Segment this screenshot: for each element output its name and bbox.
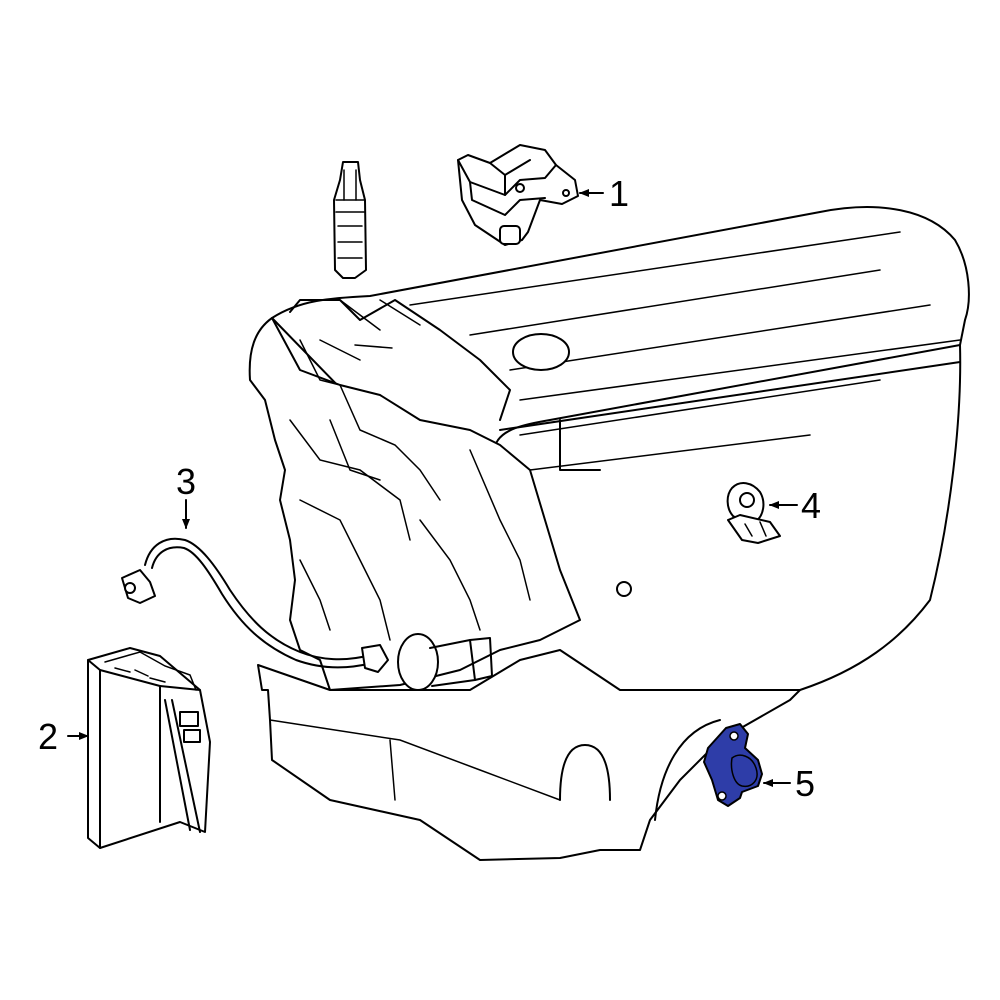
- callout-4: 4: [801, 485, 821, 526]
- spark-plug: [333, 161, 367, 279]
- engine-control-module: [87, 647, 211, 849]
- callout-leaders: [67, 189, 798, 787]
- camshaft-position-sensor: [703, 723, 763, 807]
- callout-1: 1: [609, 173, 629, 214]
- callout-2: 2: [38, 716, 58, 757]
- callout-5: 5: [795, 763, 815, 804]
- ignition-coil: [457, 144, 579, 246]
- callout-3: 3: [176, 461, 196, 502]
- engine-block: [248, 206, 970, 861]
- oxygen-sensor: [121, 537, 389, 673]
- knock-sensor: [726, 482, 781, 544]
